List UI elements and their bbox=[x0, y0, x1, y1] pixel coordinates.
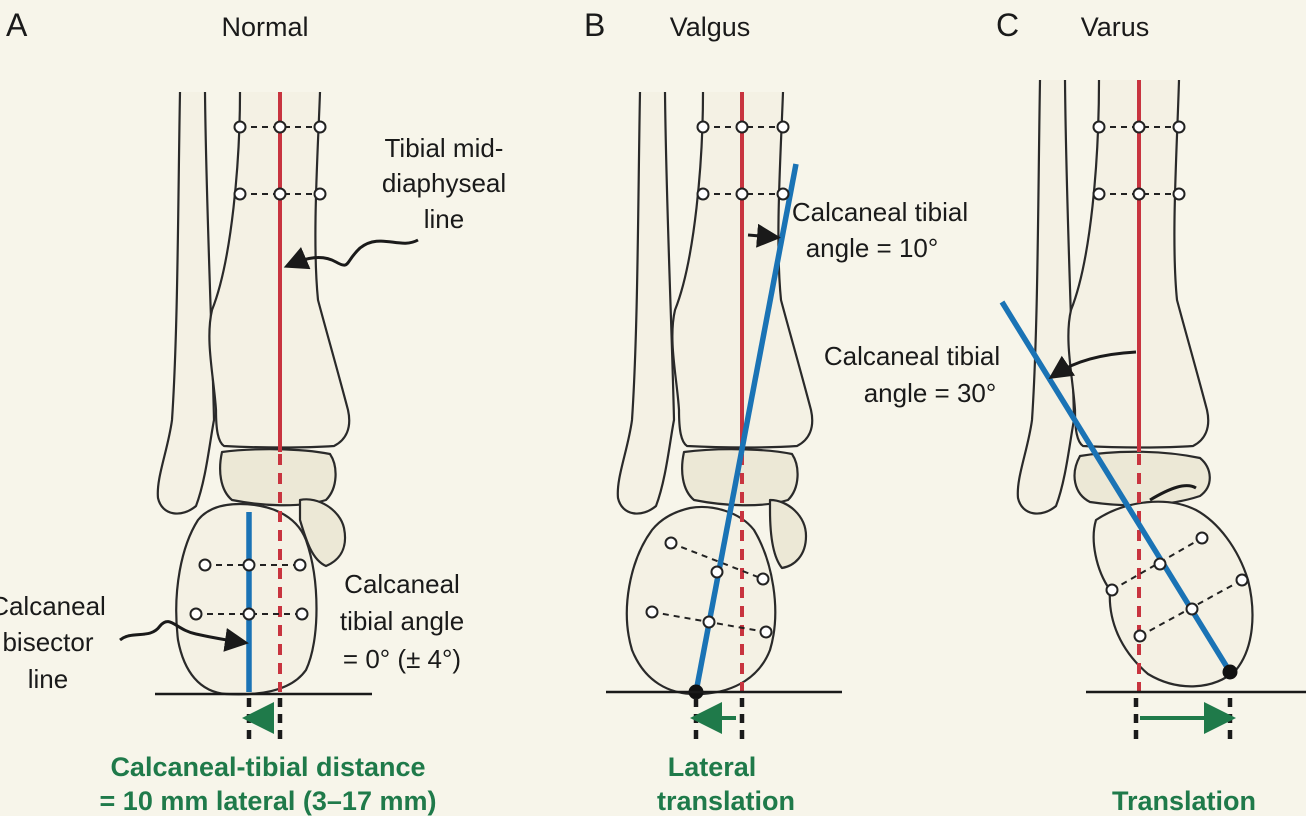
calcaneus bbox=[625, 505, 777, 696]
talus bbox=[219, 448, 337, 507]
heel-contact-point bbox=[1222, 664, 1238, 680]
svg-text:angle = 10°: angle = 10° bbox=[806, 233, 939, 263]
talus bbox=[1073, 450, 1211, 507]
fibula bbox=[616, 91, 676, 515]
panel-title-normal: Normal bbox=[221, 12, 308, 42]
svg-text:bisector: bisector bbox=[2, 627, 93, 657]
svg-text:= 0° (± 4°): = 0° (± 4°) bbox=[343, 644, 461, 674]
fibula bbox=[156, 91, 216, 515]
measurement-overlay-b bbox=[606, 92, 842, 740]
svg-text:Calcaneal tibial: Calcaneal tibial bbox=[824, 341, 1000, 371]
panel-b: B Valgus bbox=[584, 7, 968, 816]
fibula bbox=[1016, 79, 1076, 515]
panel-title-varus: Varus bbox=[1081, 12, 1150, 42]
angle-pointer-c bbox=[1048, 350, 1137, 379]
svg-text:= 10 mm lateral (3–17 mm): = 10 mm lateral (3–17 mm) bbox=[100, 786, 437, 816]
measurement-overlay-c bbox=[999, 80, 1306, 740]
svg-text:Translation: Translation bbox=[1112, 786, 1256, 816]
svg-text:Calcaneal: Calcaneal bbox=[0, 591, 106, 621]
sustentaculum bbox=[298, 498, 347, 568]
bisector-pointer bbox=[119, 620, 249, 652]
svg-text:angle = 30°: angle = 30° bbox=[864, 378, 997, 408]
bone-drawing-b bbox=[616, 91, 814, 696]
talus bbox=[681, 448, 799, 507]
sustentaculum bbox=[768, 498, 808, 570]
caption-b: Lateral translation bbox=[657, 752, 795, 816]
svg-text:Calcaneal: Calcaneal bbox=[344, 569, 460, 599]
svg-text:Tibial mid-: Tibial mid- bbox=[385, 133, 504, 163]
panel-letter-a: A bbox=[6, 7, 28, 43]
annotation-angle-a: Calcaneal tibial angle = 0° (± 4°) bbox=[340, 569, 464, 674]
svg-text:translation: translation bbox=[657, 786, 795, 816]
svg-text:Calcaneal tibial: Calcaneal tibial bbox=[792, 197, 968, 227]
panel-title-valgus: Valgus bbox=[670, 12, 751, 42]
panel-c: C Varus bbox=[824, 7, 1306, 816]
caption-a: Calcaneal-tibial distance = 10 mm latera… bbox=[100, 752, 437, 816]
calcaneus bbox=[1092, 500, 1254, 688]
annotation-tibial-line: Tibial mid- diaphyseal line bbox=[382, 133, 506, 234]
caption-c: Translation bbox=[1112, 786, 1256, 816]
panel-letter-c: C bbox=[996, 7, 1019, 43]
bone-drawing-a bbox=[156, 91, 351, 696]
annotation-angle-c: Calcaneal tibial angle = 30° bbox=[824, 341, 1000, 408]
panel-a: A Normal bbox=[0, 7, 506, 816]
svg-text:Calcaneal-tibial distance: Calcaneal-tibial distance bbox=[110, 752, 425, 782]
svg-text:diaphyseal: diaphyseal bbox=[382, 168, 506, 198]
angle-pointer-b bbox=[747, 223, 781, 248]
svg-text:line: line bbox=[28, 664, 68, 694]
measurement-overlay-a bbox=[119, 92, 419, 740]
tibial-line-pointer bbox=[283, 238, 419, 270]
annotation-angle-b: Calcaneal tibial angle = 10° bbox=[792, 197, 968, 263]
annotation-bisector: Calcaneal bisector line bbox=[0, 591, 106, 694]
svg-text:line: line bbox=[424, 204, 464, 234]
svg-text:Lateral: Lateral bbox=[668, 752, 757, 782]
panel-letter-b: B bbox=[584, 7, 605, 43]
svg-text:tibial angle: tibial angle bbox=[340, 606, 464, 636]
calcaneal-bisector-line bbox=[693, 163, 799, 693]
